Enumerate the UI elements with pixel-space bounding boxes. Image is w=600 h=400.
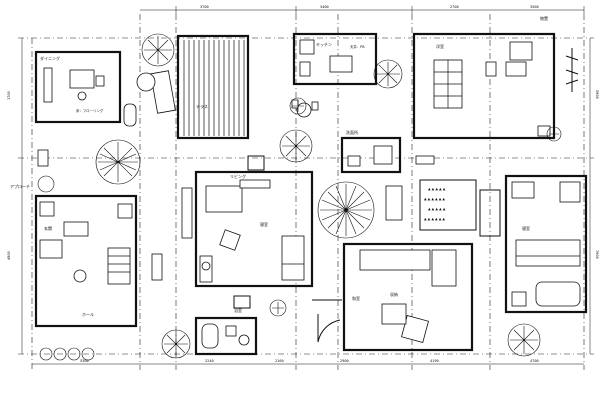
building-deck: テラス (136, 34, 250, 140)
room-a-label: ダイニング (40, 55, 60, 61)
svg-text:▲ ▲ ▲ ▲ ▲: ▲ ▲ ▲ ▲ ▲ (428, 207, 446, 211)
dim-top-1: 3700 (200, 5, 209, 9)
dim-top-3: 2700 (450, 5, 459, 9)
room-i-label: 洋室 (436, 43, 444, 49)
building-top-left: ダイニング 床：フローリング (34, 50, 137, 127)
room-n-label: 物置 (540, 15, 548, 21)
building-bath: 浴室 (194, 295, 258, 356)
room-e-label: ホール (82, 312, 94, 317)
dim-right-1: 5900 (595, 90, 599, 99)
room-j-label: 和室 (352, 295, 360, 301)
room-f-label: リビング (230, 173, 246, 179)
dim-left-2: 4900 (7, 251, 11, 260)
dim-bottom-4: 2900 (340, 359, 349, 363)
room-f-note: 寝室 (260, 221, 268, 227)
room-d-label: 玄関 (44, 225, 52, 231)
dim-bottom-6: 4700 (530, 359, 539, 363)
room-b-label: テラス (196, 103, 208, 109)
svg-text:▲ ▲ ▲ ▲ ▲ ▲: ▲ ▲ ▲ ▲ ▲ ▲ (424, 197, 445, 201)
room-k-label: 洗面所 (346, 129, 358, 135)
building-right: 寝室 (479, 174, 588, 314)
right-dimensions: 5900 7000 (589, 38, 599, 354)
deck-hatch (183, 40, 245, 136)
dim-top-2: 3400 (320, 5, 329, 9)
bottom-dimensions: 5300 2240 2160 2900 4190 4700 (32, 359, 584, 365)
left-dimensions: 1700 4900 (7, 38, 23, 354)
building-top-middle: キッチン 天井：PB (291, 32, 378, 118)
room-h-label: 寝室 (522, 225, 530, 231)
svg-text:▲ ▲ ▲ ▲ ▲: ▲ ▲ ▲ ▲ ▲ (428, 187, 446, 191)
room-c-note: 天井：PB (350, 44, 365, 49)
dim-top-4: 3500 (530, 5, 539, 9)
top-dimensions: 3700 3400 2700 3500 (140, 5, 585, 14)
building-top-right: 洋室 (412, 32, 579, 140)
room-j-note: 収納 (390, 291, 398, 297)
svg-text:▲ ▲ ▲ ▲ ▲ ▲: ▲ ▲ ▲ ▲ ▲ ▲ (424, 217, 445, 221)
dim-bottom-2: 2240 (205, 359, 214, 363)
building-center-right: 和室 収納 (312, 242, 474, 352)
dim-bottom-1: 5300 (80, 359, 89, 363)
dim-left-1: 1700 (7, 91, 11, 100)
paving-pattern: ▲ ▲ ▲ ▲ ▲ ▲ ▲ ▲ ▲ ▲ ▲ ▲ ▲ ▲ ▲ ▲ ▲ ▲ ▲ ▲ … (419, 179, 477, 231)
trees (39, 33, 562, 361)
dim-right-2: 7000 (595, 250, 599, 259)
room-m-label: アプローチ (10, 183, 30, 189)
building-center: リビング 寝室 (181, 155, 314, 288)
room-a-note: 床：フローリング (76, 108, 104, 113)
dim-bottom-3: 2160 (275, 359, 284, 363)
dim-bottom-5: 4190 (430, 359, 439, 363)
room-g-label: 浴室 (234, 307, 242, 313)
building-left-large: 玄関 ホール (34, 149, 163, 328)
room-c-label: キッチン (316, 42, 332, 47)
building-utility: 洗面所 (340, 129, 435, 221)
